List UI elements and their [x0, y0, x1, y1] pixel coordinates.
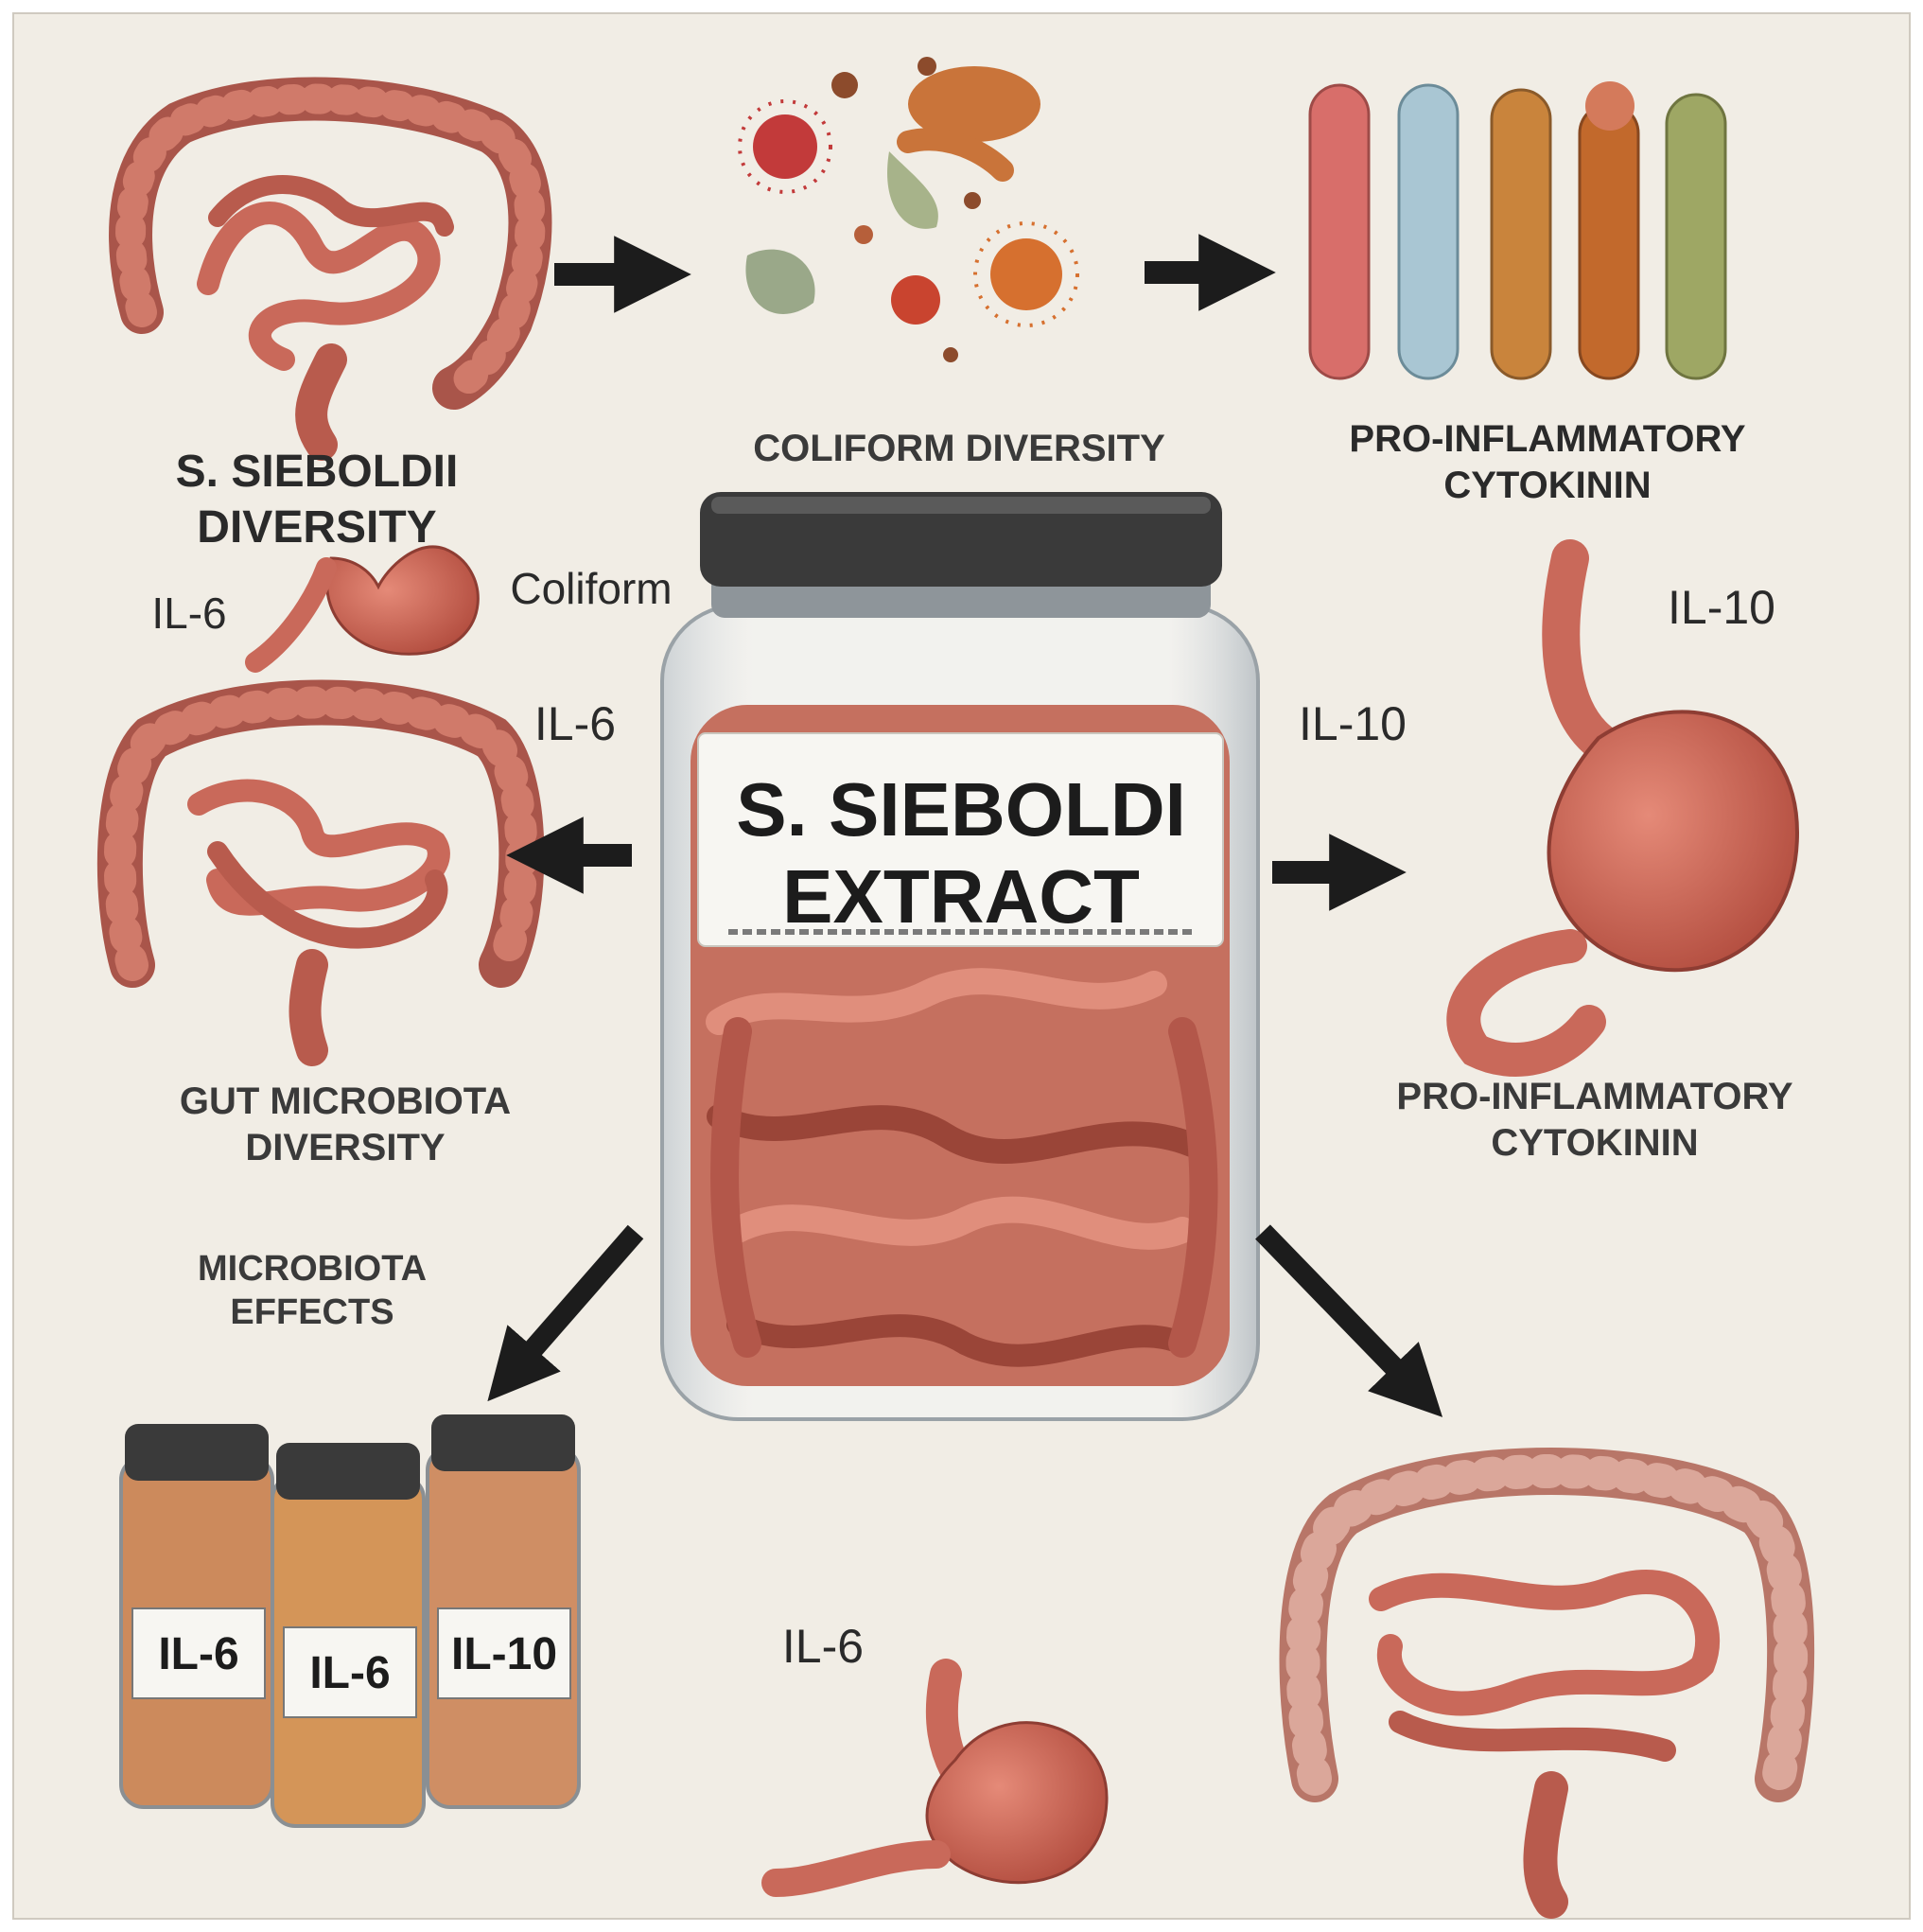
- extract-jar: [660, 492, 1260, 1421]
- colon-bottom-right: [1279, 1448, 1815, 1919]
- label-il10-right-top: IL-10: [1668, 581, 1775, 634]
- label-il6-bottom: IL-6: [781, 1620, 865, 1673]
- jar-label-plate: [697, 732, 1224, 947]
- arrow-jar-to-vials: [487, 1224, 644, 1402]
- arrow-jar-to-right-colon: [1255, 1224, 1443, 1417]
- label-line: MICROBIOTA: [197, 1249, 428, 1289]
- cytokine-vials: [119, 1414, 581, 1828]
- label-line: GUT MICROBIOTA: [179, 1080, 512, 1122]
- label-line: CYTOKININ: [1443, 464, 1652, 506]
- label-line: EFFECTS: [230, 1292, 394, 1333]
- label-line: PRO-INFLAMMATORY: [1396, 1076, 1793, 1117]
- label-microbiota-effects: MICROBIOTA EFFECTS: [198, 1247, 427, 1335]
- label-line: S. SIEBOLDII: [175, 447, 459, 497]
- label-gut-microbiota-diversity: GUT MICROBIOTA DIVERSITY: [180, 1079, 511, 1171]
- stomach-left: [245, 545, 480, 673]
- label-line: S. SIEBOLDI: [736, 767, 1186, 852]
- vial-label-2: IL-6: [309, 1648, 391, 1698]
- vial-label-1: IL-6: [158, 1629, 239, 1679]
- label-line: CYTOKININ: [1491, 1121, 1699, 1164]
- stomach-bottom: [761, 1659, 1109, 1897]
- label-line: EXTRACT: [782, 854, 1140, 939]
- cytokine-tubes: [1308, 81, 1727, 380]
- microbes-cluster: [738, 57, 1079, 362]
- label-il6-left-top: IL-6: [151, 588, 227, 638]
- label-s-sieboldii-diversity: S. SIEBOLDII DIVERSITY: [176, 445, 459, 555]
- jar-label-text: S. SIEBOLDI EXTRACT: [736, 766, 1186, 940]
- label-line: DIVERSITY: [197, 501, 437, 553]
- label-line: PRO-INFLAMMATORY: [1349, 418, 1746, 460]
- colon-top-left: [109, 77, 552, 461]
- label-coliform: Coliform: [510, 564, 673, 613]
- stomach-right: [1446, 539, 1800, 1077]
- label-coliform-diversity: COLIFORM DIVERSITY: [753, 428, 1165, 469]
- label-pro-inflammatory-top: PRO-INFLAMMATORY CYTOKININ: [1349, 416, 1745, 509]
- label-il10-mid: IL-10: [1299, 697, 1407, 750]
- vial-label-3: IL-10: [450, 1629, 558, 1679]
- label-il6-left-mid: IL-6: [533, 697, 617, 750]
- label-line: DIVERSITY: [245, 1126, 446, 1168]
- label-pro-inflammatory-bottom: PRO-INFLAMMATORY CYTOKININ: [1396, 1074, 1792, 1167]
